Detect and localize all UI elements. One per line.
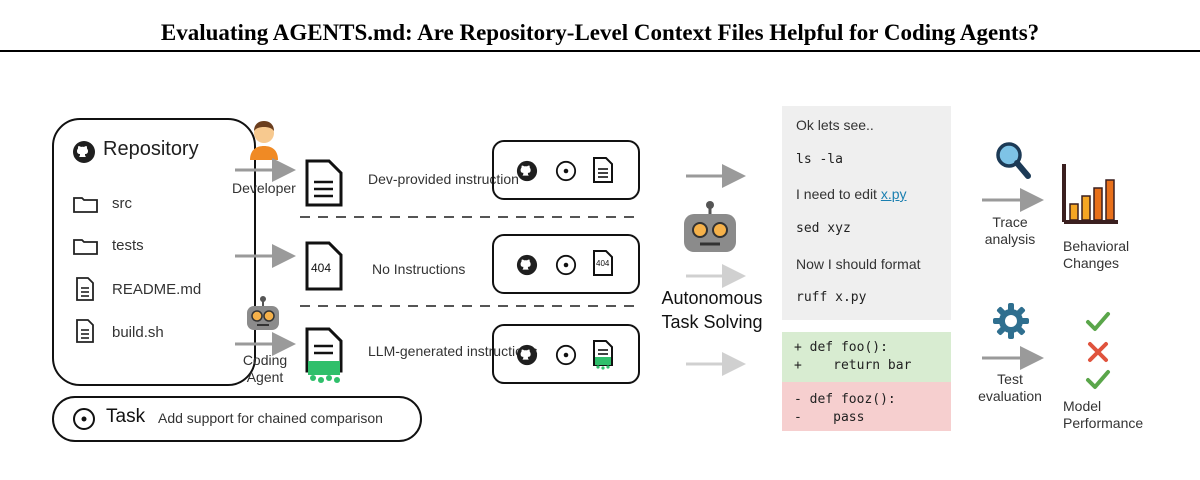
- robot-icon: [247, 296, 279, 330]
- model-performance-label: Model Performance: [1063, 398, 1144, 431]
- task-panel: [52, 396, 422, 442]
- repo-item-build: build.sh: [112, 324, 164, 341]
- github-icon: [516, 160, 538, 182]
- issue-icon: [555, 254, 577, 276]
- missing-file-icon: [593, 250, 613, 276]
- trace-analysis-label: Trace analysis: [984, 214, 1036, 247]
- task-label: Task: [106, 406, 146, 427]
- repo-item-readme: README.md: [112, 281, 202, 298]
- diff-removed-code: - def fooz(): - pass: [794, 392, 896, 425]
- robot-icon: [684, 201, 736, 252]
- trace-line-2: ls -la: [796, 152, 843, 167]
- dev-instruction-label: Dev-provided instruction: [368, 171, 519, 187]
- file-link[interactable]: x.py: [880, 186, 907, 202]
- issue-icon: [555, 160, 577, 182]
- page-title: Evaluating AGENTS.md: Are Repository-Lev…: [160, 20, 1040, 45]
- repository-panel: [52, 118, 256, 386]
- trace-line-5: Now I should format: [796, 256, 921, 272]
- github-icon: [73, 141, 95, 163]
- issue-icon: [555, 344, 577, 366]
- github-icon: [516, 344, 538, 366]
- trace-line-1: Ok lets see..: [796, 117, 874, 133]
- instruction-file-icon: [593, 157, 613, 183]
- issue-icon: [73, 408, 95, 430]
- context-bundle-none: [492, 234, 640, 294]
- title-divider: [0, 50, 1200, 52]
- no-instructions-label: No Instructions: [372, 261, 466, 277]
- task-text: Add support for chained comparison: [158, 410, 383, 426]
- diff-added-block: [782, 332, 951, 382]
- llm-file-icon: [593, 340, 613, 370]
- not-found-code: 404: [311, 261, 332, 275]
- repository-title: Repository: [103, 138, 199, 160]
- cross-icon: [1088, 342, 1108, 362]
- trace-line-3: I need to edit x.py: [796, 186, 907, 202]
- trace-line-6: ruff x.py: [796, 290, 867, 305]
- trace-line-4: sed xyz: [796, 221, 851, 236]
- agent-trace-panel: [782, 106, 951, 320]
- file-icon: [76, 277, 94, 301]
- developer-label: Developer: [232, 180, 296, 196]
- repo-item-tests: tests: [112, 237, 144, 254]
- check-icon: [1086, 312, 1110, 331]
- coding-agent-label: Coding Agent: [242, 352, 288, 385]
- test-evaluation-label: Test evaluation: [978, 371, 1042, 404]
- llm-instructions-label: LLM-generated instructions: [368, 343, 538, 359]
- trace-line-3-text: I need to edit: [796, 186, 881, 202]
- autonomous-label: Autonomous Task Solving: [661, 288, 763, 332]
- folder-icon: [73, 239, 98, 255]
- llm-file-icon: [305, 327, 343, 383]
- behavioral-changes-label: Behavioral Changes: [1063, 238, 1130, 271]
- github-icon: [516, 254, 538, 276]
- bar-chart-icon: [1062, 164, 1118, 224]
- missing-file-icon: [305, 241, 343, 291]
- not-found-code-small: 404: [596, 259, 610, 268]
- magnifier-icon: [996, 142, 1031, 179]
- developer-avatar-icon: [250, 121, 278, 160]
- diff-added-code: + def foo(): + return bar: [794, 340, 912, 373]
- context-bundle-llm: [492, 324, 640, 384]
- check-icon: [1086, 370, 1110, 389]
- folder-icon: [73, 197, 98, 213]
- repo-item-src: src: [112, 195, 132, 212]
- context-bundle-dev: [492, 140, 640, 200]
- file-icon: [76, 319, 94, 343]
- gear-icon: [993, 303, 1029, 339]
- diff-removed-block: [782, 382, 951, 431]
- instruction-file-icon: [305, 159, 343, 207]
